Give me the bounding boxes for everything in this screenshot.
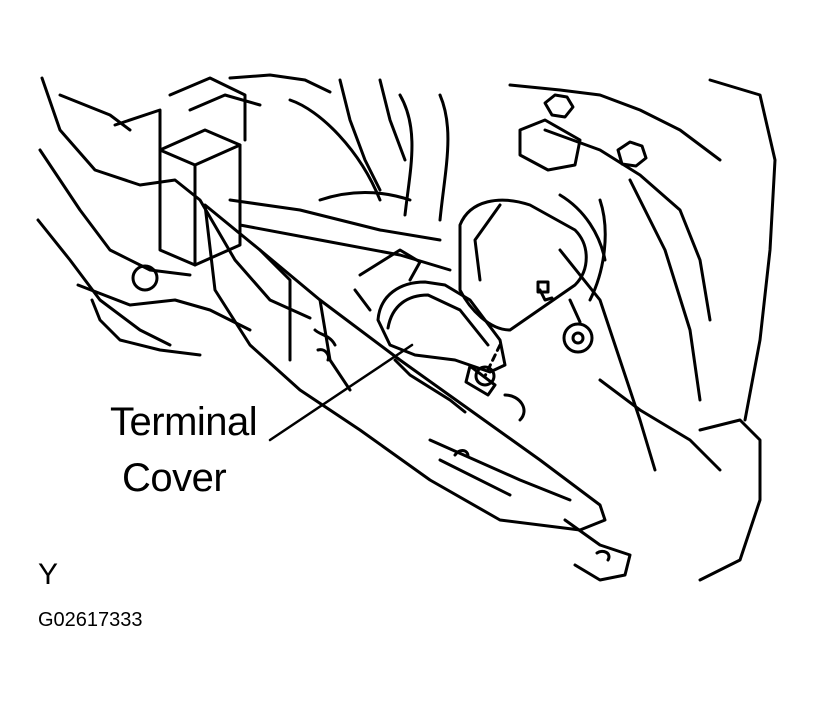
wire-harness-upper: [228, 78, 452, 272]
view-letter: Y: [38, 558, 59, 591]
fastener-nut: [464, 343, 526, 422]
mounting-clamp: [113, 76, 247, 267]
body-frame-left: [36, 73, 332, 357]
callout-leader-line: [268, 343, 414, 442]
actuator-motor: [458, 193, 607, 354]
body-frame-right: [508, 78, 777, 582]
terminal-cover: [353, 248, 507, 414]
figure-id: G02617333: [38, 609, 143, 631]
callout-label-line1: Terminal: [110, 400, 258, 444]
mounting-rail: [203, 203, 632, 582]
callout-label-line2: Cover: [122, 456, 227, 500]
